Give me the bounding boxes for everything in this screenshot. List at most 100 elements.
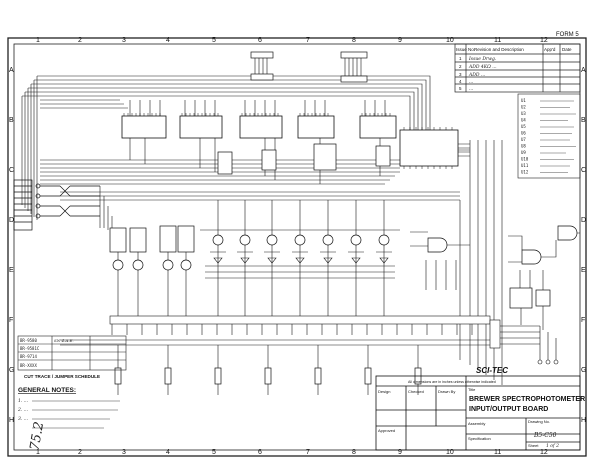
row-letter: C (9, 167, 14, 174)
margin-note: 75.2 (28, 421, 48, 452)
col-number: 9 (398, 37, 402, 44)
row-letter: G (581, 367, 586, 374)
note-item: 3. ... (18, 416, 29, 422)
drawing-no-label: Drawing No. (528, 419, 550, 424)
rev-header-appd: App'd (544, 47, 556, 52)
row-letter: A (581, 67, 586, 74)
col-number: 2 (78, 37, 82, 44)
driver-wires (99, 186, 400, 300)
rev-no: 5 (459, 86, 462, 91)
notes-title: GENERAL NOTES: (18, 387, 76, 394)
sheet-label: Sheet (528, 443, 539, 448)
rev-header-date: Date (562, 47, 572, 52)
upper-ic-row (121, 115, 459, 167)
col-number: 10 (446, 37, 454, 44)
col-number: 5 (212, 449, 216, 456)
right-logic (427, 225, 578, 309)
drawing-title-line1: BREWER SPECTROPHOTOMETER (469, 396, 585, 403)
tolerance-note: All dimensions are in inches unless othe… (408, 380, 496, 384)
part-ref: U5 (521, 124, 526, 129)
part-ref: U6 (521, 131, 526, 136)
row-letter: F (9, 317, 13, 324)
specification-label: Specification (468, 436, 491, 441)
cut-row-board: BR-9714 (20, 354, 37, 359)
diodes (213, 257, 389, 264)
column-numbers: 1 2 3 4 5 6 7 8 9 10 11 12 1 2 3 4 5 6 7… (36, 37, 548, 456)
col-number: 8 (352, 37, 356, 44)
form-label: FORM 5 (556, 32, 579, 38)
drawing-number: B5-C50 (533, 432, 557, 439)
part-ref: U9 (521, 150, 526, 155)
note-item: 1. ... (18, 398, 29, 404)
col-number: 2 (78, 449, 82, 456)
col-number: 3 (122, 37, 126, 44)
part-ref: U10 (521, 157, 529, 162)
col-number: 4 (166, 37, 170, 44)
part-ref: U2 (521, 105, 526, 110)
col-number: 1 (36, 37, 40, 44)
driver-components (109, 225, 390, 271)
col-number: 4 (166, 449, 170, 456)
col-number: 10 (446, 449, 454, 456)
rev-desc: ... (469, 80, 474, 85)
part-ref: U11 (521, 163, 529, 168)
row-letter: F (581, 317, 585, 324)
design-label: Design (378, 389, 390, 394)
col-number: 9 (398, 449, 402, 456)
lower-right-connector (489, 319, 559, 365)
top-connectors (250, 51, 368, 83)
cut-row-board: BR-XXXX (20, 363, 37, 368)
rev-no: 4 (459, 79, 462, 84)
col-number: 7 (306, 37, 310, 44)
col-number: 6 (258, 37, 262, 44)
title-block (375, 375, 581, 451)
note-item: 2. ... (17, 407, 29, 413)
rev-desc: ADD 4KΩ ... (468, 64, 497, 70)
row-letter: H (9, 417, 14, 424)
col-number: 8 (352, 449, 356, 456)
cut-schedule-table (17, 335, 127, 371)
row-letters: A B C D E F G H A B C D E F G H (9, 67, 586, 424)
parts-list: U1 U2 U3 U4 U5 U6 U7 U8 U9 U10 U11 U12 (517, 93, 581, 179)
left-connectors (13, 179, 100, 231)
drawn-label: Drawn By (438, 389, 455, 394)
row-letter: B (581, 117, 586, 124)
row-letter: D (9, 217, 14, 224)
col-number: 6 (258, 449, 262, 456)
rev-header-desc: Revision and Description (474, 47, 524, 52)
company-logo: SCI-TEC (476, 366, 508, 375)
row-letter: C (581, 167, 586, 174)
title-label: Title (468, 387, 476, 392)
approved-label: Approved (378, 428, 395, 433)
row-letter: E (9, 267, 14, 274)
assembly-label: Assembly (468, 421, 485, 426)
general-notes: GENERAL NOTES: 1. ... 2. ... 3. ... (17, 387, 120, 429)
cut-row-board: BR-9581C (20, 346, 40, 351)
right-logic-wires (410, 231, 580, 330)
part-ref: U7 (521, 137, 526, 142)
col-number: 7 (306, 449, 310, 456)
part-ref: U12 (521, 170, 529, 175)
part-ref: U8 (521, 144, 526, 149)
row-letter: G (9, 367, 14, 374)
revision-table-text: Issue No. Revision and Description App'd… (456, 47, 572, 92)
upper-ic-pins (123, 113, 453, 169)
cut-row-board: BR-9580 (20, 338, 37, 343)
resistor-ladder (114, 367, 422, 385)
rev-desc: ADD ... (468, 72, 486, 78)
col-number: 11 (494, 37, 501, 44)
revision-table (454, 43, 581, 93)
rev-header-no: Issue No. (456, 47, 475, 52)
sheet-border (7, 37, 587, 457)
col-number: 12 (540, 37, 548, 44)
part-ref: U3 (521, 111, 526, 116)
sheet-value: 1 of 2 (546, 443, 559, 449)
cut-row-serial: SN 4.A.E. (54, 338, 74, 343)
row-letter: E (581, 267, 586, 274)
col-number: 3 (122, 449, 126, 456)
part-ref: U4 (521, 118, 526, 123)
cut-schedule-title: CUT TRACE / JUMPER SCHEDULE (24, 374, 100, 379)
checked-label: Checked (408, 389, 424, 394)
row-letter: B (9, 117, 14, 124)
part-ref: U1 (521, 98, 526, 103)
